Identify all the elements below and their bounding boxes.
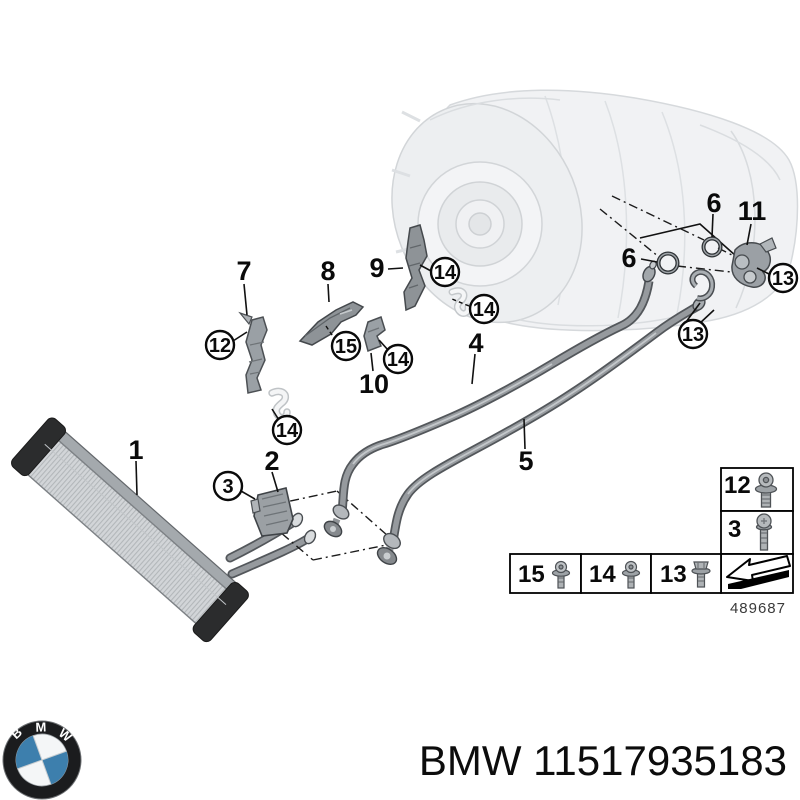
part-number-text: BMW 11517935183 (418, 737, 787, 784)
legend-cell-13 (650, 553, 722, 594)
svg-text:14: 14 (276, 420, 299, 442)
callout-circled-14-a: 14 (429, 256, 461, 288)
legend-num-15: 15 (518, 561, 545, 588)
svg-text:13: 13 (682, 324, 704, 346)
callout-circled-14-b: 14 (468, 293, 500, 325)
callout-circled-13-a: 13 (767, 262, 799, 294)
hex-flange-bolt-icon (691, 561, 711, 588)
callout-circled-14-c: 14 (382, 343, 414, 375)
install-direction-arrow-icon (726, 555, 791, 589)
pan-head-screw-icon (755, 513, 773, 551)
legend-num-3: 3 (728, 516, 741, 543)
bracket-7 (238, 311, 268, 394)
svg-text:14: 14 (434, 262, 457, 284)
callout-2: 2 (264, 446, 279, 476)
bracket-2-holder (250, 487, 294, 537)
svg-text:3: 3 (222, 476, 233, 498)
callout-4: 4 (468, 328, 483, 358)
callout-6a: 6 (706, 188, 721, 218)
callout-7: 7 (236, 256, 251, 286)
legend-table: 12 3 15 14 13 (509, 467, 794, 617)
oil-pipe-lower (376, 297, 706, 566)
flange-screw-icon (621, 560, 641, 589)
o-ring-6a (701, 236, 723, 258)
clip-14-near-bracket-9 (448, 287, 472, 317)
callout-11: 11 (738, 196, 767, 226)
legend-num-13: 13 (660, 561, 687, 588)
connector-fitting-11 (731, 237, 777, 288)
transmission-sketch (391, 89, 799, 332)
o-ring-6b (656, 251, 680, 275)
callout-6b: 6 (621, 243, 636, 273)
parts-diagram: 1 2 4 5 6 6 7 8 9 10 11 3 12 13 13 14 (11, 89, 799, 643)
callout-circled-13-b: 13 (677, 318, 709, 350)
svg-text:14: 14 (387, 349, 410, 371)
roundel-quarters (15, 733, 69, 787)
bmw-roundel-logo: B M W (2, 720, 82, 800)
callouts-circled: 3 12 13 13 14 14 14 14 (204, 256, 799, 502)
callout-circled-12: 12 (204, 329, 236, 361)
callout-8: 8 (320, 256, 335, 286)
svg-text:13: 13 (772, 268, 794, 290)
callout-10: 10 (359, 369, 389, 399)
callout-5: 5 (518, 446, 533, 476)
assembly-axis-lines (599, 195, 737, 273)
bracket-9 (403, 224, 428, 312)
callout-circled-15: 15 (330, 330, 362, 362)
callout-1: 1 (128, 435, 143, 465)
bracket-10 (363, 316, 386, 352)
legend-num-12: 12 (724, 472, 751, 499)
bracket-8 (298, 301, 365, 346)
flange-screw-icon (551, 560, 571, 589)
flange-screw-icon (754, 472, 778, 508)
svg-text:15: 15 (335, 336, 357, 358)
callouts-plain: 1 2 4 5 6 6 7 8 9 10 11 (128, 188, 766, 476)
callout-circled-14-d: 14 (271, 414, 303, 446)
svg-text:14: 14 (473, 299, 496, 321)
oil-pipe-upper (323, 260, 657, 538)
legend-ref-number: 489687 (730, 600, 786, 617)
svg-text:12: 12 (209, 335, 231, 357)
logo-letter-m: M (35, 720, 46, 735)
legend-num-14: 14 (589, 561, 616, 588)
leader-lines (135, 213, 770, 500)
callout-9: 9 (369, 253, 384, 283)
callout-circled-3: 3 (212, 470, 244, 502)
hook-clamp-13 (689, 268, 716, 302)
